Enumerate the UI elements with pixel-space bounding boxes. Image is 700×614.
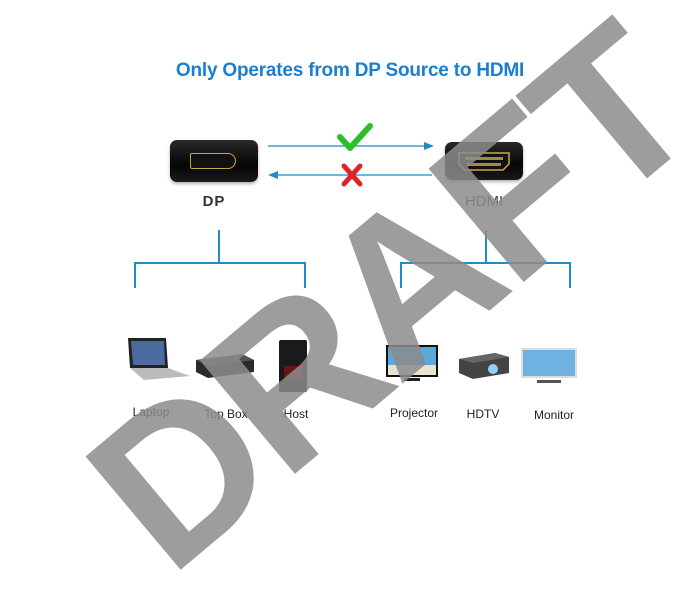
- draft-watermark: DRAFT: [44, 0, 700, 614]
- dp-tree-bar: [134, 262, 306, 264]
- laptop-image: [128, 338, 190, 380]
- hdmi-tree-bar: [400, 262, 571, 264]
- cross-icon: [341, 163, 363, 187]
- dp-label: DP: [202, 193, 226, 210]
- device-label-top-box: Top Box: [204, 407, 248, 421]
- hdmi-label: HDMI: [464, 193, 504, 210]
- device-label-laptop: Laptop: [132, 405, 170, 419]
- dp-port: [190, 153, 236, 169]
- hdmi-tree-stem: [485, 230, 487, 263]
- top-box-image: [196, 354, 254, 378]
- direction-arrows: [268, 123, 434, 187]
- device-label-host: Host: [283, 407, 309, 421]
- dp-tree-drop: [304, 262, 306, 288]
- device-label-monitor: Monitor: [533, 408, 574, 422]
- device-label-hdtv: HDTV: [466, 407, 500, 421]
- monitor-image: [521, 348, 577, 383]
- hdmi-connector-image: [445, 142, 523, 180]
- device-label-projector: Projector: [389, 406, 439, 420]
- host-image: [279, 340, 307, 392]
- hdtv-image: [459, 353, 509, 379]
- hdmi-tree-drop: [400, 262, 402, 288]
- hdmi-port: [458, 152, 510, 171]
- hdmi-tree-drop: [569, 262, 571, 288]
- check-icon: [337, 123, 373, 151]
- projector-image: [386, 345, 438, 381]
- dp-tree-stem: [218, 230, 220, 263]
- dp-tree-drop: [134, 262, 136, 288]
- dp-connector-image: [170, 140, 258, 182]
- diagram-title: Only Operates from DP Source to HDMI: [175, 60, 525, 81]
